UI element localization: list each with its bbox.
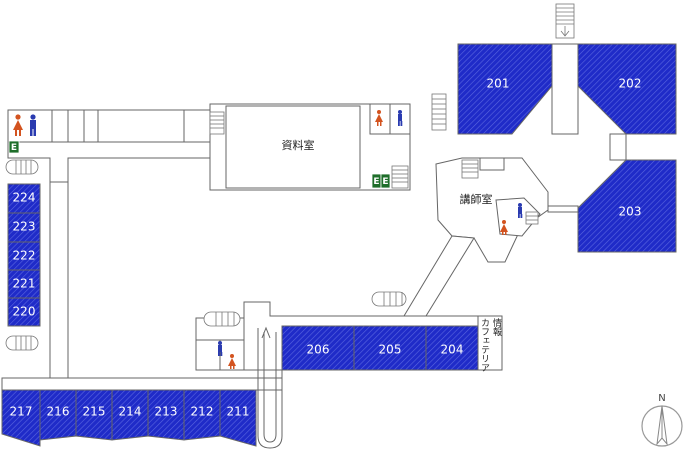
- stairs-icon-south: [203, 311, 241, 327]
- label-cafeteria: カフェテリア: [479, 318, 489, 372]
- female-restroom-icon-library: [375, 110, 383, 126]
- room-204[interactable]: [425, 325, 479, 371]
- svg-text:E: E: [373, 177, 379, 187]
- label-220: 220: [13, 305, 36, 319]
- label-221: 221: [13, 277, 36, 291]
- label-212: 212: [191, 405, 214, 419]
- label-223: 223: [13, 220, 36, 234]
- room-201[interactable]: [457, 43, 553, 135]
- male-restroom-icon-south: [218, 341, 223, 356]
- male-restroom-icon-lecturers: [518, 203, 523, 218]
- room-206[interactable]: [281, 325, 355, 371]
- male-restroom-icon-west: [30, 114, 36, 136]
- stairs-icon-library-east: [391, 165, 409, 189]
- label-213: 213: [155, 405, 178, 419]
- svg-text:E: E: [11, 143, 17, 153]
- label-library: 資料室: [282, 138, 315, 152]
- info-cafeteria-room: [477, 315, 503, 371]
- stairs-icon-220: [5, 335, 39, 351]
- compass-north-label: N: [658, 393, 665, 404]
- room-224[interactable]: [7, 183, 41, 214]
- corridor-west: [49, 181, 69, 379]
- room-203[interactable]: [577, 159, 677, 253]
- restroom-block-west: [7, 109, 185, 143]
- label-224: 224: [13, 191, 36, 205]
- label-211: 211: [227, 405, 250, 419]
- compass-icon: N: [641, 393, 683, 447]
- label-info: 情報: [491, 317, 502, 337]
- label-201: 201: [487, 77, 510, 91]
- label-222: 222: [13, 249, 36, 263]
- exit-sign-icon-library-1: E: [371, 173, 382, 189]
- stairs-icon-lecturers: [461, 159, 479, 179]
- corridor-northeast-link: [609, 133, 627, 161]
- stairs-icon-north: [555, 3, 575, 39]
- corridor-east-link: [547, 205, 579, 213]
- label-215: 215: [83, 405, 106, 419]
- corridor-north-central: [551, 43, 579, 135]
- label-214: 214: [119, 405, 142, 419]
- female-restroom-icon-lecturers: [500, 220, 508, 235]
- label-216: 216: [47, 405, 70, 419]
- lecturers-room: [435, 157, 549, 263]
- label-205: 205: [379, 343, 402, 357]
- female-restroom-icon-west: [13, 114, 23, 136]
- male-restroom-icon-library: [398, 110, 403, 126]
- stairs-icon-library-west: [209, 111, 225, 135]
- exit-sign-icon-west: E: [8, 140, 20, 154]
- corridor-south: [1, 377, 283, 391]
- label-202: 202: [619, 77, 642, 91]
- exit-sign-icon-library-2: E: [380, 173, 391, 189]
- label-lecturers-room: 講師室: [460, 192, 493, 206]
- room-217[interactable]: [1, 389, 41, 447]
- stairs-icon-201: [431, 93, 447, 131]
- room-202[interactable]: [577, 43, 677, 135]
- room-220[interactable]: [7, 297, 41, 327]
- room-222[interactable]: [7, 241, 41, 271]
- corridor-diagonal: [403, 235, 475, 317]
- label-203: 203: [619, 205, 642, 219]
- stairs-icon-224: [5, 159, 39, 175]
- stairs-icon-lecturers-restroom: [525, 211, 539, 225]
- lecturers-storage: [479, 157, 505, 171]
- library-inner: [225, 105, 361, 189]
- ramp: [257, 328, 283, 449]
- stairs-icon-diagonal: [371, 291, 407, 307]
- label-217: 217: [10, 405, 33, 419]
- room-223[interactable]: [7, 212, 41, 243]
- svg-text:E: E: [382, 177, 388, 187]
- corridor-link-library: [183, 109, 211, 143]
- label-206: 206: [307, 343, 330, 357]
- corridor-north: [7, 141, 211, 183]
- label-204: 204: [441, 343, 464, 357]
- female-restroom-icon-south: [228, 354, 236, 369]
